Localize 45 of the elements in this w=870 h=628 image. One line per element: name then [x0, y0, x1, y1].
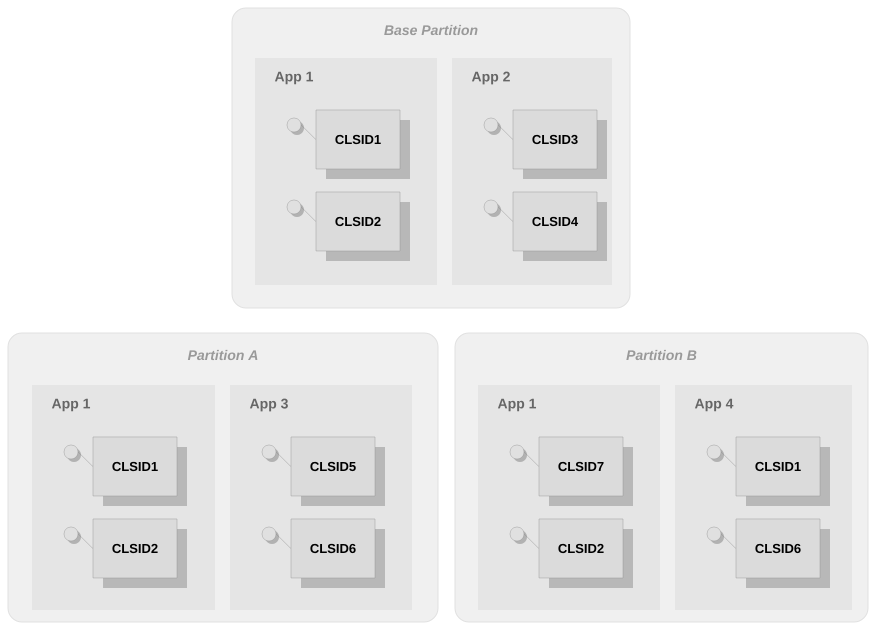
partition-title: Partition B [626, 350, 696, 360]
partition-title: Base Partition [384, 24, 478, 36]
connector-line [721, 452, 736, 467]
interface-circle [510, 526, 527, 544]
app-label: App 4 [694, 398, 734, 412]
class-box: CLSID6 [736, 518, 830, 588]
connector-line [498, 124, 513, 140]
app-label: App 3 [250, 398, 288, 412]
class-box: CLSID2 [92, 518, 187, 588]
connector-line [498, 206, 513, 222]
interface-circle [510, 444, 527, 462]
app-label: App 1 [498, 398, 536, 412]
connector-line [721, 534, 736, 549]
app-label: App 2 [472, 72, 510, 84]
class-box: CLSID1 [736, 436, 830, 506]
interface-circle [286, 200, 304, 217]
connector-line [78, 452, 93, 467]
class-box: CLSID1 [316, 110, 410, 179]
interface-circle [262, 526, 279, 544]
connector-line [524, 534, 539, 549]
class-box: CLSID4 [512, 192, 607, 261]
interface-circle [64, 526, 81, 544]
app-label: App 1 [52, 398, 90, 412]
interface-circle [706, 526, 724, 544]
connector-line [301, 124, 316, 140]
class-box: CLSID2 [538, 518, 633, 588]
interface-circle [262, 444, 279, 462]
interface-circle [286, 118, 304, 135]
interface-circle [706, 444, 724, 462]
interface-circle [64, 444, 81, 462]
connector-line [301, 206, 316, 222]
class-box: CLSID3 [512, 110, 607, 179]
connector-line [78, 534, 93, 549]
partition-title: Partition A [188, 350, 258, 360]
connector-line [276, 534, 291, 549]
class-box: CLSID5 [290, 436, 385, 506]
class-box: CLSID6 [290, 518, 385, 588]
class-box: CLSID1 [92, 436, 187, 506]
interface-circle [484, 200, 501, 217]
connector-line [276, 452, 291, 467]
connector-line [524, 452, 539, 467]
interface-circle [484, 118, 501, 135]
class-box: CLSID7 [538, 436, 633, 506]
class-box: CLSID2 [316, 192, 410, 261]
app-label: App 1 [274, 72, 314, 84]
